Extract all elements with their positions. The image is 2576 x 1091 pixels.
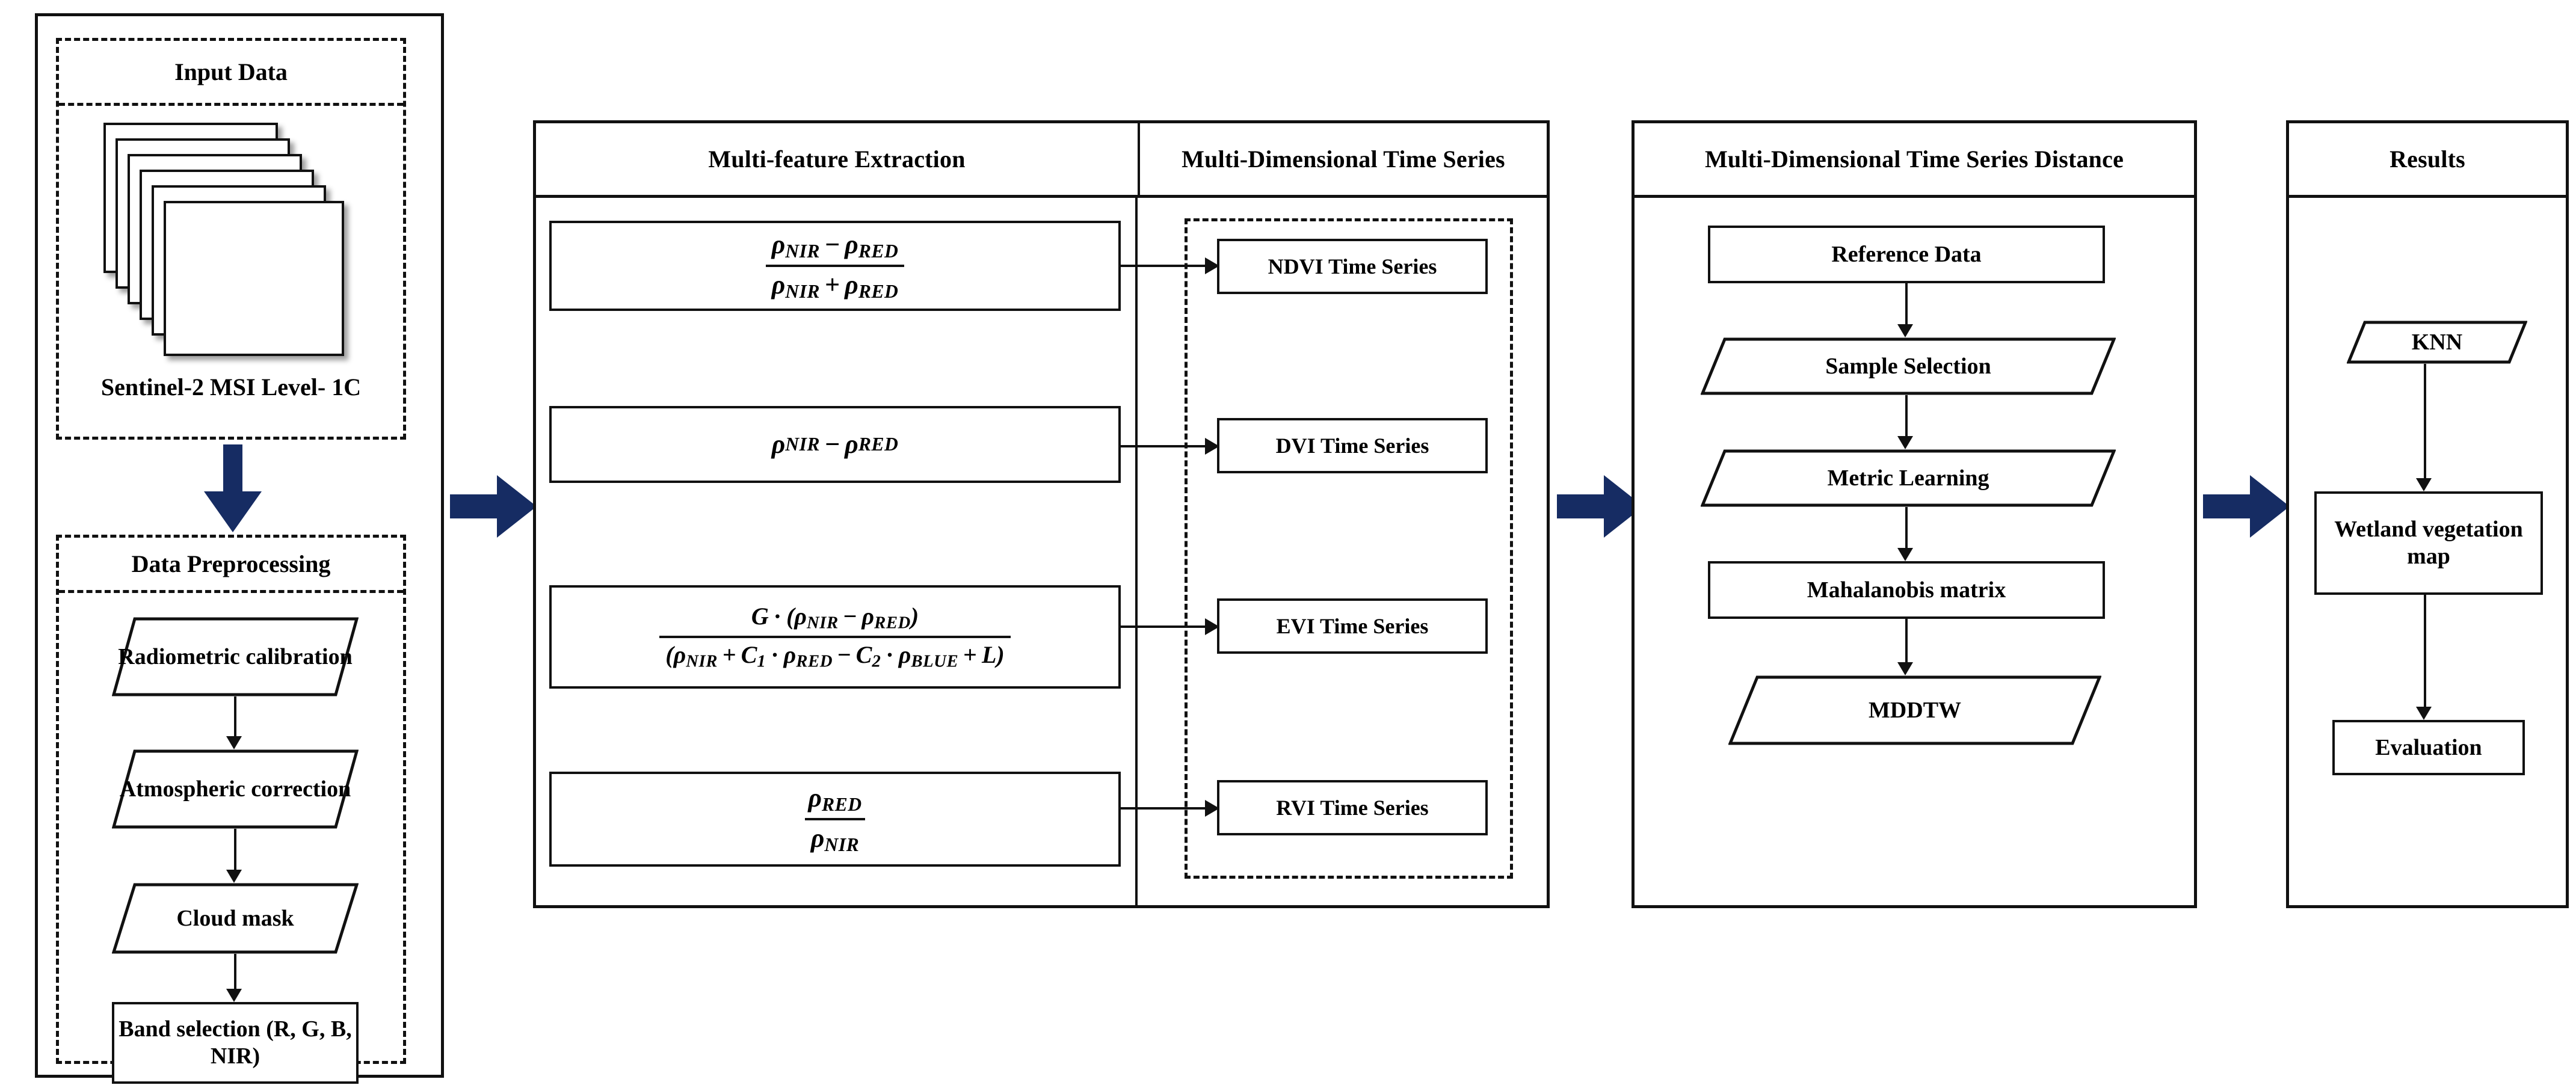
arrow-features-to-distance-icon — [1557, 475, 1645, 538]
connector-evi — [1121, 625, 1209, 628]
node-band-selection-label: Band selection (R, G, B, NIR) — [119, 1016, 352, 1069]
node-metric-learning-label: Metric Learning — [1827, 465, 1989, 491]
node-dvi-time-series-label: DVI Time Series — [1275, 433, 1429, 458]
node-mahalanobis-matrix[interactable]: Mahalanobis matrix — [1708, 561, 2105, 619]
node-rvi-time-series[interactable]: RVI Time Series — [1217, 780, 1488, 835]
panel-input-pipeline: Input Data Sentinel-2 MSI Level- 1C Data… — [35, 13, 444, 1084]
formula-rvi: ρRED ρNIR — [802, 782, 867, 856]
group-data-preprocessing-header: Data Preprocessing — [59, 538, 403, 593]
node-knn-label: KNN — [2411, 329, 2463, 355]
node-cloud-mask-label: Cloud mask — [176, 905, 294, 931]
node-mddtw[interactable]: MDDTW — [1728, 675, 2101, 745]
timeseries-distance-title: Multi-Dimensional Time Series Distance — [1704, 146, 2124, 173]
input-data-caption: Sentinel-2 MSI Level- 1C — [100, 373, 362, 401]
image-stack-icon — [100, 119, 365, 356]
node-atmospheric-correction[interactable]: Atmospheric correction — [112, 749, 359, 829]
group-time-series — [1185, 218, 1513, 879]
arrow-distance-to-results-icon — [2203, 475, 2291, 538]
node-sample-selection-label: Sample Selection — [1825, 353, 1991, 379]
arrow-input-to-features-icon — [450, 475, 538, 538]
formula-ndvi: ρNIR−ρRED ρNIR+ρRED — [765, 229, 905, 303]
node-sample-selection[interactable]: Sample Selection — [1701, 337, 2116, 395]
node-mddtw-label: MDDTW — [1868, 697, 1962, 723]
panel-feature-timeseries: Multi-feature Extraction Multi-Dimension… — [533, 120, 1550, 908]
panel-timeseries-distance: Multi-Dimensional Time Series Distance R… — [1632, 120, 2197, 908]
panel-feature-timeseries-header: Multi-feature Extraction Multi-Dimension… — [536, 123, 1547, 198]
node-radiometric-calibration[interactable]: Radiometric calibration — [112, 617, 359, 696]
formula-evi: G·(ρNIR−ρRED) (ρNIR+C1·ρRED−C2·ρBLUE+L) — [659, 602, 1011, 672]
group-input-data-header: Input Data — [59, 41, 403, 106]
node-ndvi-time-series-label: NDVI Time Series — [1268, 254, 1437, 278]
node-knn[interactable]: KNN — [2347, 321, 2527, 364]
connector-ndvi — [1121, 265, 1209, 267]
panel-results: Results KNN Wetland vegetation map Evalu… — [2286, 120, 2569, 908]
multi-feature-extraction-title: Multi-feature Extraction — [708, 146, 966, 173]
node-wetland-vegetation-map-label: Wetland vegetation map — [2334, 517, 2523, 569]
node-wetland-vegetation-map[interactable]: Wetland vegetation map — [2314, 491, 2543, 595]
input-data-title: Input Data — [174, 58, 288, 85]
results-title: Results — [2390, 146, 2465, 173]
node-dvi-time-series[interactable]: DVI Time Series — [1217, 418, 1488, 473]
node-cloud-mask[interactable]: Cloud mask — [112, 883, 359, 954]
column-divider — [1135, 198, 1138, 906]
node-radiometric-calibration-label: Radiometric calibration — [118, 644, 353, 669]
formula-box-ndvi: ρNIR−ρRED ρNIR+ρRED — [549, 221, 1121, 311]
node-mahalanobis-matrix-label: Mahalanobis matrix — [1807, 577, 2006, 603]
node-metric-learning[interactable]: Metric Learning — [1701, 449, 2116, 507]
connector-dvi — [1121, 445, 1209, 447]
node-evaluation[interactable]: Evaluation — [2332, 720, 2525, 775]
node-reference-data-label: Reference Data — [1831, 241, 1982, 267]
formula-box-evi: G·(ρNIR−ρRED) (ρNIR+C1·ρRED−C2·ρBLUE+L) — [549, 585, 1121, 689]
node-reference-data[interactable]: Reference Data — [1708, 226, 2105, 283]
multi-dimensional-time-series-title: Multi-Dimensional Time Series — [1182, 146, 1505, 173]
node-atmospheric-correction-label: Atmospheric correction — [119, 776, 351, 802]
node-evaluation-label: Evaluation — [2375, 734, 2482, 760]
group-data-preprocessing: Data Preprocessing Radiometric calibrati… — [56, 535, 406, 1084]
panel-timeseries-distance-header: Multi-Dimensional Time Series Distance — [1635, 123, 2194, 198]
formula-box-rvi: ρRED ρNIR — [549, 772, 1121, 867]
connector-rvi — [1121, 807, 1209, 810]
arrow-inputdata-to-preprocessing-icon — [202, 444, 264, 533]
node-band-selection[interactable]: Band selection (R, G, B, NIR) — [112, 1002, 359, 1084]
node-evi-time-series[interactable]: EVI Time Series — [1217, 598, 1488, 654]
node-rvi-time-series-label: RVI Time Series — [1276, 795, 1429, 820]
panel-results-header: Results — [2289, 123, 2566, 198]
node-ndvi-time-series[interactable]: NDVI Time Series — [1217, 239, 1488, 294]
node-evi-time-series-label: EVI Time Series — [1276, 613, 1429, 638]
data-preprocessing-title: Data Preprocessing — [131, 550, 331, 577]
group-input-data: Input Data Sentinel-2 MSI Level- 1C — [56, 38, 406, 440]
